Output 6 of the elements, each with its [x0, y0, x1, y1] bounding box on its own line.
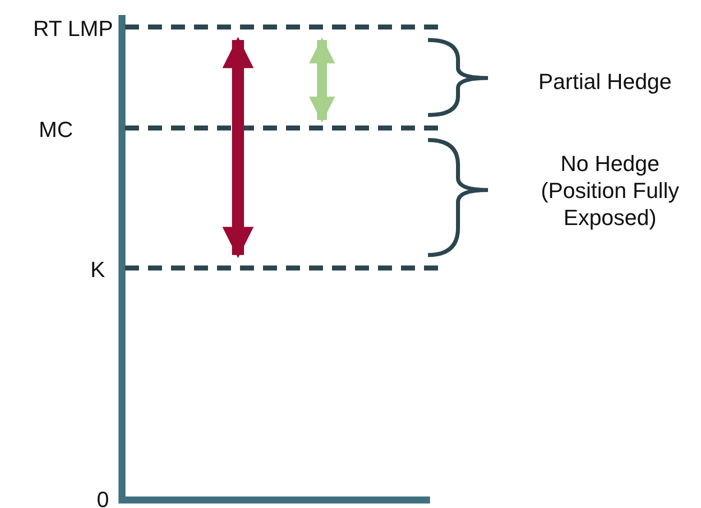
bracket-label: Partial Hedge — [537, 68, 673, 95]
axis-tick-label: K — [90, 256, 105, 283]
axis-tick-label: 0 — [96, 486, 109, 508]
axis-tick-label: RT LMP — [33, 15, 113, 42]
bracket-label: No Hedge (Position Fully Exposed) — [540, 150, 680, 231]
axis-tick-label: MC — [38, 116, 73, 143]
